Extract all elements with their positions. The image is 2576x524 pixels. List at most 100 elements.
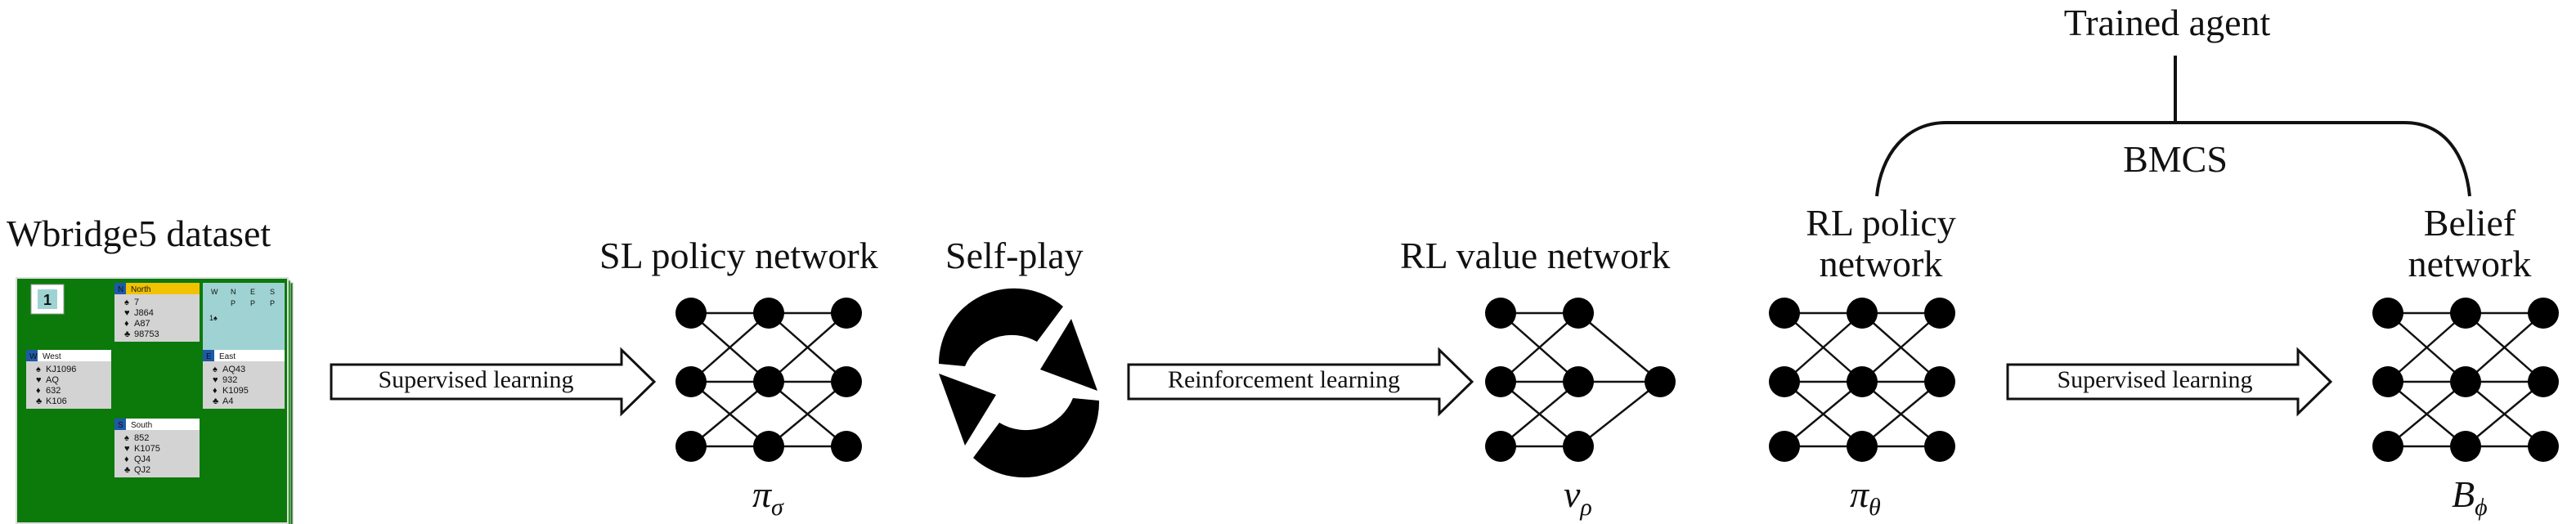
svg-text:QJ4: QJ4: [134, 455, 150, 464]
north-diamonds: A87: [134, 319, 150, 329]
network-edge: [1577, 312, 1661, 383]
east-seat: E: [206, 352, 212, 361]
network-edge: [768, 381, 847, 447]
trained-agent-label: Trained agent: [2063, 2, 2271, 43]
south-seat: S: [118, 421, 123, 430]
svg-text:♣: ♣: [36, 396, 42, 406]
network-node: [2450, 366, 2481, 397]
svg-text:♥: ♥: [124, 308, 130, 318]
svg-text:P: P: [270, 299, 275, 307]
north-label: North: [131, 285, 150, 294]
rl-policy-symbol: πθ: [1850, 473, 1881, 522]
svg-text:♥: ♥: [124, 444, 130, 454]
bmcs-label: BMCS: [2123, 138, 2228, 180]
svg-text:♠: ♠: [213, 365, 218, 374]
network-node: [2528, 431, 2559, 462]
network-edge: [1861, 381, 1941, 447]
network-node: [1485, 366, 1516, 397]
belief-label-line2: network: [2408, 243, 2532, 284]
network-edge: [1577, 381, 1661, 447]
rl-value-label: RL value network: [1400, 235, 1671, 276]
network-node: [831, 431, 862, 462]
arrow-reinforcement-label: Reinforcement learning: [1168, 366, 1400, 393]
network-node: [1485, 298, 1516, 329]
network-edge: [690, 312, 770, 383]
network-node: [2450, 431, 2481, 462]
network-node: [753, 366, 784, 397]
network-node: [1769, 366, 1800, 397]
network-node: [2528, 298, 2559, 329]
belief-symbol: Bϕ: [2452, 473, 2488, 522]
rl-policy-network: [1769, 298, 1955, 462]
self-play-cycle-icon: [938, 288, 1100, 478]
svg-text:K106: K106: [46, 396, 67, 406]
network-node: [1924, 298, 1955, 329]
network-edge: [2387, 381, 2466, 447]
network-node: [1924, 431, 1955, 462]
west-seat: W: [29, 352, 38, 361]
network-output-node: [1645, 366, 1676, 397]
network-node: [753, 298, 784, 329]
network-node: [2372, 431, 2403, 462]
self-play-label: Self-play: [945, 235, 1084, 276]
svg-text:♥: ♥: [36, 375, 42, 385]
svg-text:852: 852: [134, 433, 149, 443]
rl-value-symbol: vρ: [1564, 473, 1592, 522]
svg-text:♠: ♠: [36, 365, 41, 374]
arrow-reinforcement: Reinforcement learning: [1127, 347, 1474, 417]
svg-text:♦: ♦: [124, 319, 129, 329]
network-node: [1847, 431, 1878, 462]
network-node: [2528, 366, 2559, 397]
network-edge: [2387, 312, 2466, 383]
network-edge: [1500, 312, 1579, 383]
board-number: 1: [43, 292, 52, 308]
svg-text:♣: ♣: [124, 465, 130, 475]
network-edge: [768, 312, 847, 383]
sl-policy-label: SL policy network: [599, 235, 878, 276]
sl-policy-symbol: πσ: [752, 473, 783, 522]
svg-text:632: 632: [46, 386, 61, 396]
network-node: [1563, 366, 1594, 397]
network-node: [675, 431, 707, 462]
svg-text:K1075: K1075: [134, 444, 160, 454]
west-label: West: [43, 352, 61, 361]
east-label: East: [219, 352, 236, 361]
first-bid: 1♠: [209, 314, 218, 322]
svg-text:K1095: K1095: [222, 386, 249, 396]
network-node: [2372, 298, 2403, 329]
network-node: [2450, 298, 2481, 329]
north-spades: 7: [134, 298, 139, 307]
rl-value-network: [1485, 298, 1676, 462]
network-node: [831, 298, 862, 329]
belief-label-line1: Belief: [2423, 202, 2516, 244]
network-node: [1485, 431, 1516, 462]
svg-text:♦: ♦: [36, 386, 41, 396]
network-node: [2372, 366, 2403, 397]
network-node: [753, 431, 784, 462]
svg-text:♣: ♣: [213, 396, 218, 406]
bmcs-bracket: [1875, 56, 2471, 197]
svg-text:S: S: [270, 288, 275, 296]
svg-text:KJ1096: KJ1096: [46, 365, 76, 374]
svg-text:♥: ♥: [213, 375, 218, 385]
network-node: [1847, 298, 1878, 329]
svg-text:♦: ♦: [213, 386, 218, 396]
network-node: [1924, 366, 1955, 397]
network-node: [1563, 298, 1594, 329]
network-edge: [2465, 312, 2544, 383]
belief-network: [2372, 298, 2559, 462]
dataset-label: Wbridge5 dataset: [7, 213, 272, 254]
north-seat: N: [118, 285, 123, 294]
network-node: [675, 366, 707, 397]
svg-text:P: P: [250, 299, 255, 307]
arrow-supervised-1: Supervised learning: [330, 347, 657, 417]
rl-policy-label-line1: RL policy: [1806, 202, 1956, 244]
svg-text:AQ43: AQ43: [222, 365, 245, 374]
svg-text:AQ: AQ: [46, 375, 59, 385]
north-hearts: J864: [134, 308, 154, 318]
network-edge: [1784, 312, 1863, 383]
networks-layer: [675, 298, 2559, 462]
sl-policy-network: [675, 298, 862, 462]
